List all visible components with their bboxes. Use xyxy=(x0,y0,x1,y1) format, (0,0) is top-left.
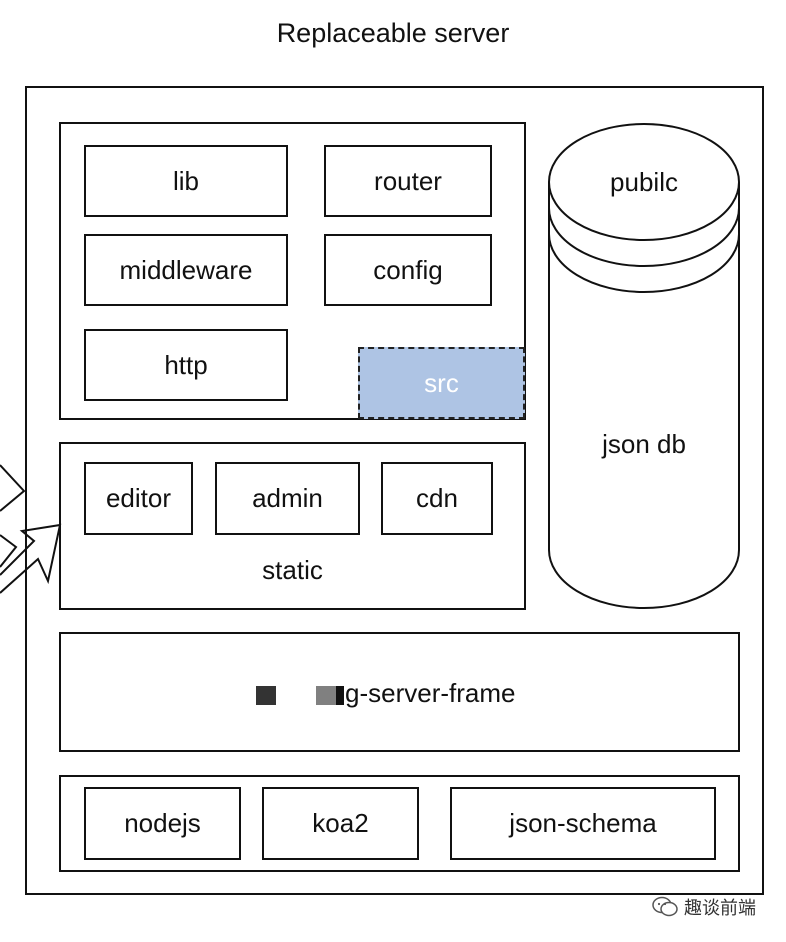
module-cdn-label: cdn xyxy=(416,483,458,513)
frame-label: g-server-frame xyxy=(345,678,516,708)
static-label: static xyxy=(59,550,526,590)
stack-item-json-schema: json-schema xyxy=(450,787,716,860)
static-label-text: static xyxy=(262,554,323,585)
arrow-diagonal xyxy=(0,523,62,594)
module-admin: admin xyxy=(215,462,360,535)
src-label-box: src xyxy=(358,347,525,419)
module-router-label: router xyxy=(374,165,442,196)
stack-item-koa2: koa2 xyxy=(262,787,419,860)
module-admin-label: admin xyxy=(252,483,323,513)
module-middleware-label: middleware xyxy=(119,254,253,285)
watermark: 趣谈前端 xyxy=(652,893,772,921)
module-cdn: cdn xyxy=(381,462,493,535)
database-top-label: pubilc xyxy=(549,162,739,202)
redaction-block-1 xyxy=(256,686,276,705)
frame-block xyxy=(59,632,740,752)
module-middleware: middleware xyxy=(84,234,288,306)
diagram-title: Replaceable server xyxy=(276,18,510,48)
stack-item-nodejs-label: nodejs xyxy=(124,808,201,838)
arrow-lower xyxy=(0,534,18,568)
database-body-label: json db xyxy=(549,424,739,464)
watermark-text: 趣谈前端 xyxy=(684,898,756,918)
module-http-label: http xyxy=(164,349,208,380)
module-config-label: config xyxy=(373,254,443,285)
module-lib: lib xyxy=(84,145,288,217)
redaction-block-3 xyxy=(336,686,344,705)
redaction-block-2 xyxy=(316,686,336,705)
arrow-shapes xyxy=(0,464,62,594)
module-config: config xyxy=(324,234,492,306)
module-router: router xyxy=(324,145,492,217)
stack-item-json-schema-label: json-schema xyxy=(509,808,657,838)
arrow-upper xyxy=(0,464,26,512)
src-label: src xyxy=(424,367,459,398)
module-lib-label: lib xyxy=(172,165,199,196)
wechat-icon xyxy=(652,896,678,917)
database-body-label-text: json db xyxy=(602,428,686,459)
module-editor-label: editor xyxy=(105,483,172,513)
database-cylinder xyxy=(548,123,740,609)
module-editor: editor xyxy=(84,462,193,535)
module-http: http xyxy=(84,329,288,401)
stack-item-nodejs: nodejs xyxy=(84,787,241,860)
database-top-label-text: pubilc xyxy=(610,166,678,197)
stack-item-koa2-label: koa2 xyxy=(312,808,369,838)
